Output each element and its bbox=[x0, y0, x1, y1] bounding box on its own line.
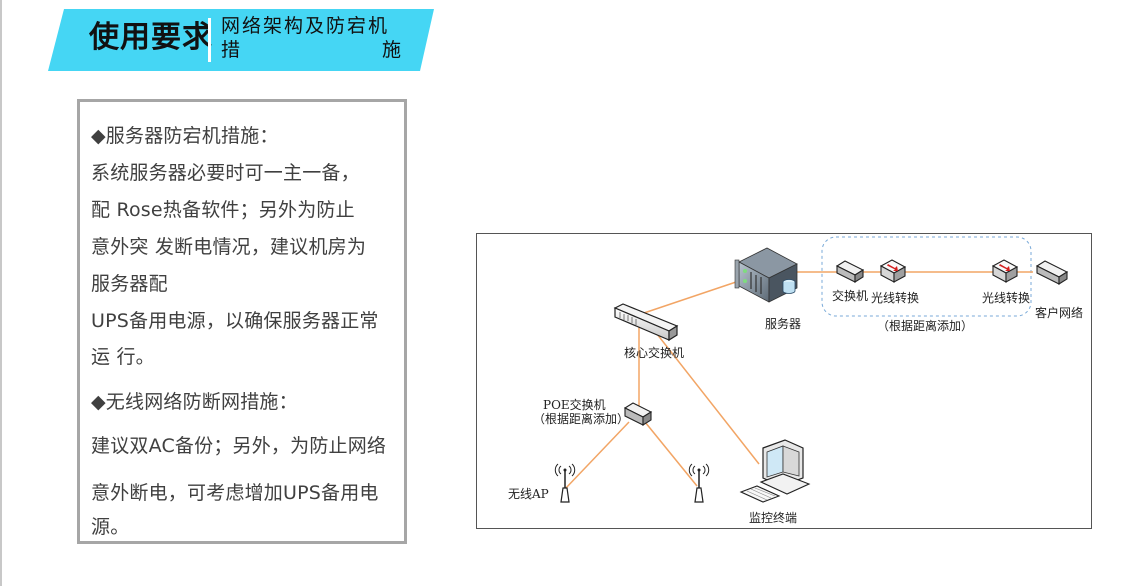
text-line: 系统服务器必要时可一主一备， bbox=[91, 162, 360, 184]
text-line-heading-wireless: ◆无线网络防断网措施： bbox=[91, 391, 298, 413]
client-network-label: 客户网络 bbox=[1035, 306, 1084, 320]
text-line: UPS备用电源，以确保服务器正常 bbox=[91, 310, 379, 332]
poe-switch-icon bbox=[623, 402, 653, 426]
text-line: 建议双AC备份；另外，为防止网络 bbox=[91, 435, 387, 457]
fiber-converter-2-label: 光线转换 bbox=[982, 291, 1031, 305]
fiber-converter-icon bbox=[991, 259, 1019, 283]
switch-icon bbox=[835, 260, 865, 283]
wireless-ap-icon bbox=[554, 463, 576, 503]
banner-title: 使用要求 bbox=[89, 20, 213, 55]
wireless-ap-icon bbox=[688, 463, 710, 503]
section-banner bbox=[48, 9, 434, 71]
banner-subtitle-line2: 措 施 bbox=[221, 38, 403, 62]
text-line-heading-server: ◆服务器防宕机措施： bbox=[91, 125, 279, 147]
page-left-border bbox=[0, 0, 2, 586]
banner-subtitle-left: 措 bbox=[221, 39, 243, 61]
banner-separator bbox=[208, 18, 211, 62]
monitor-terminal-icon bbox=[739, 439, 811, 503]
fiber-converter-icon bbox=[879, 259, 907, 283]
text-line: 意外突 发断电情况，建议机房为 bbox=[91, 236, 367, 258]
core-switch-label: 核心交换机 bbox=[624, 346, 685, 360]
switch-label: 交换机 bbox=[832, 289, 869, 303]
server-icon bbox=[734, 247, 798, 303]
fiber-converter-1-label: 光线转换 bbox=[871, 291, 920, 305]
distance-note-label: （根据距离添加） bbox=[877, 319, 974, 333]
link-poe-ap1 bbox=[564, 421, 630, 490]
text-line: 配 Rose热备软件；另外为防止 bbox=[91, 199, 355, 221]
core-switch-icon bbox=[613, 303, 679, 342]
text-line: 运 行。 bbox=[91, 346, 155, 368]
link-core-monitor bbox=[656, 333, 760, 465]
link-poe-ap2 bbox=[644, 421, 698, 487]
wireless-ap-label: 无线AP bbox=[508, 487, 549, 501]
banner-subtitle-line1: 网络架构及防宕机 bbox=[221, 15, 390, 37]
server-label: 服务器 bbox=[765, 317, 802, 331]
banner-subtitle-right: 施 bbox=[381, 39, 403, 61]
text-line: 意外断电，可考虑增加UPS备用电 bbox=[91, 482, 379, 504]
text-line: 源。 bbox=[91, 516, 130, 538]
poe-note-label: （根据距离添加） bbox=[533, 412, 630, 426]
banner-subtitle: 网络架构及防宕机 措 施 bbox=[221, 14, 403, 62]
network-diagram: 服务器 交换机 光线转换 光线转换 客户网络 （根据距离添加） 核心交换机 PO… bbox=[476, 233, 1092, 529]
link-core-server bbox=[640, 280, 740, 315]
network-diagram-canvas bbox=[554, 236, 1069, 503]
client-network-icon bbox=[1035, 260, 1069, 285]
distance-zone-outline bbox=[821, 236, 1032, 317]
monitor-terminal-label: 监控终端 bbox=[749, 511, 798, 525]
requirements-textbox: ◆服务器防宕机措施： 系统服务器必要时可一主一备， 配 Rose热备软件；另外为… bbox=[77, 99, 407, 544]
text-line: 服务器配 bbox=[91, 273, 168, 295]
poe-switch-label: POE交换机 bbox=[543, 398, 606, 412]
